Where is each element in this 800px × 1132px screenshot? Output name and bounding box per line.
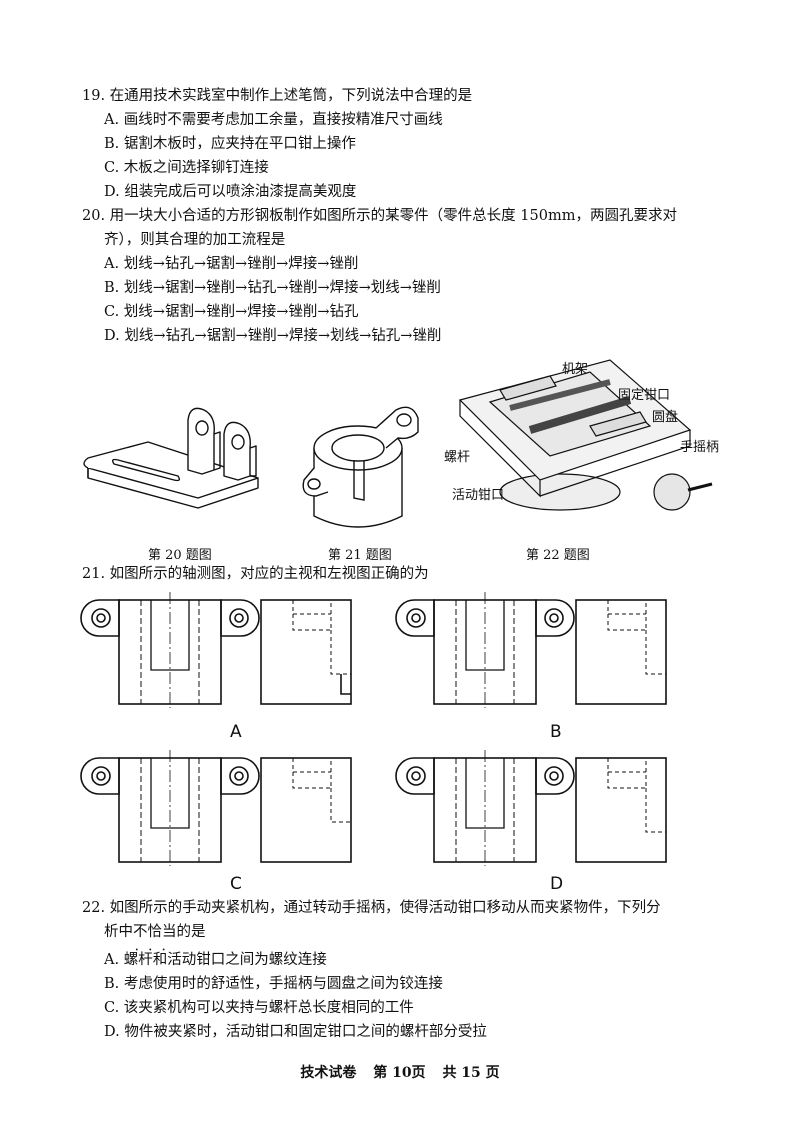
q22-option-d: D. 物件被夹紧时，活动钳口和固定钳口之间的螺杆部分受拉 [104, 1024, 487, 1040]
fig22-vise-drawing [458, 359, 713, 511]
q21-option-b-label: B [550, 722, 562, 742]
q22-stem-line2: 析中不恰当的是 [104, 922, 206, 942]
footer-page: 第 10页 [373, 1065, 426, 1081]
q22-stem-line2-end: 的是 [176, 924, 206, 940]
q21-option-a-views [80, 592, 352, 708]
q22-stem-line2-start: 析中 [104, 924, 133, 940]
page-footer: 技术试卷 第 10页 共 15 页 [0, 1062, 800, 1082]
q21-option-c-label: C [230, 874, 242, 894]
q20-stem-line2: 齐），则其合理的加工流程是 [104, 232, 286, 248]
q21-option-d-views [395, 750, 667, 866]
q20-option-a: A. 划线→钻孔→锯割→锉削→焊接→锉削 [104, 256, 359, 272]
fig22-label-fixed-jaw: 固定钳口 [618, 388, 671, 403]
q22-stem-emphasis: 不恰当 [133, 924, 177, 940]
fig22-label-screw: 螺杆 [444, 450, 471, 465]
fig21-caption: 第 21 题图 [328, 548, 392, 563]
footer-subject: 技术试卷 [300, 1065, 357, 1081]
fig22-caption: 第 22 题图 [526, 548, 590, 563]
q21-stem: 21. 如图所示的轴测图，对应的主视和左视图正确的为 [82, 566, 429, 582]
fig22-label-crank: 手摇柄 [680, 440, 720, 455]
q22-option-c: C. 该夹紧机构可以夹持与螺杆总长度相同的工件 [104, 1000, 414, 1016]
q22-option-b: B. 考虑使用时的舒适性，手摇柄与圆盘之间为铰连接 [104, 976, 443, 992]
q21-option-d-label: D [550, 874, 564, 894]
q22-option-a: A. 螺杆和活动钳口之间为螺纹连接 [104, 952, 327, 968]
q21-option-a-label: A [230, 722, 242, 742]
fig22-label-movable-jaw: 活动钳口 [452, 488, 505, 503]
fig22-label-disc: 圆盘 [652, 410, 679, 425]
q20-option-c: C. 划线→锯割→锉削→焊接→锉削→钻孔 [104, 304, 359, 320]
q19-option-b: B. 锯割木板时，应夹持在平口钳上操作 [104, 136, 356, 152]
fig22-label-frame: 机架 [562, 362, 589, 377]
q20-stem-line1: 20. 用一块大小合适的方形钢板制作如图所示的某零件（零件总长度 150mm，两… [82, 208, 677, 224]
q20-option-d: D. 划线→钻孔→锯割→锉削→焊接→划线→钻孔→锉削 [104, 328, 442, 344]
q21-option-c-views [80, 750, 352, 866]
q19-stem: 19. 在通用技术实践室中制作上述笔筒，下列说法中合理的是 [82, 88, 473, 104]
q19-option-c: C. 木板之间选择铆钉连接 [104, 160, 269, 176]
q19-option-a: A. 画线时不需要考虑加工余量，直接按精准尺寸画线 [104, 112, 443, 128]
fig21-part-drawing [302, 406, 419, 528]
q20-option-b: B. 划线→锯割→锉削→钻孔→锉削→焊接→划线→锉削 [104, 280, 441, 296]
q21-option-b-views [395, 592, 667, 708]
fig20-caption: 第 20 题图 [148, 548, 212, 563]
q22-stem-line1: 22. 如图所示的手动夹紧机构，通过转动手摇柄，使得活动钳口移动从而夹紧物件，下… [82, 900, 661, 916]
footer-total: 共 15 页 [442, 1065, 500, 1081]
fig20-part-drawing [83, 407, 259, 509]
q19-option-d: D. 组装完成后可以喷涂油漆提高美观度 [104, 184, 357, 200]
